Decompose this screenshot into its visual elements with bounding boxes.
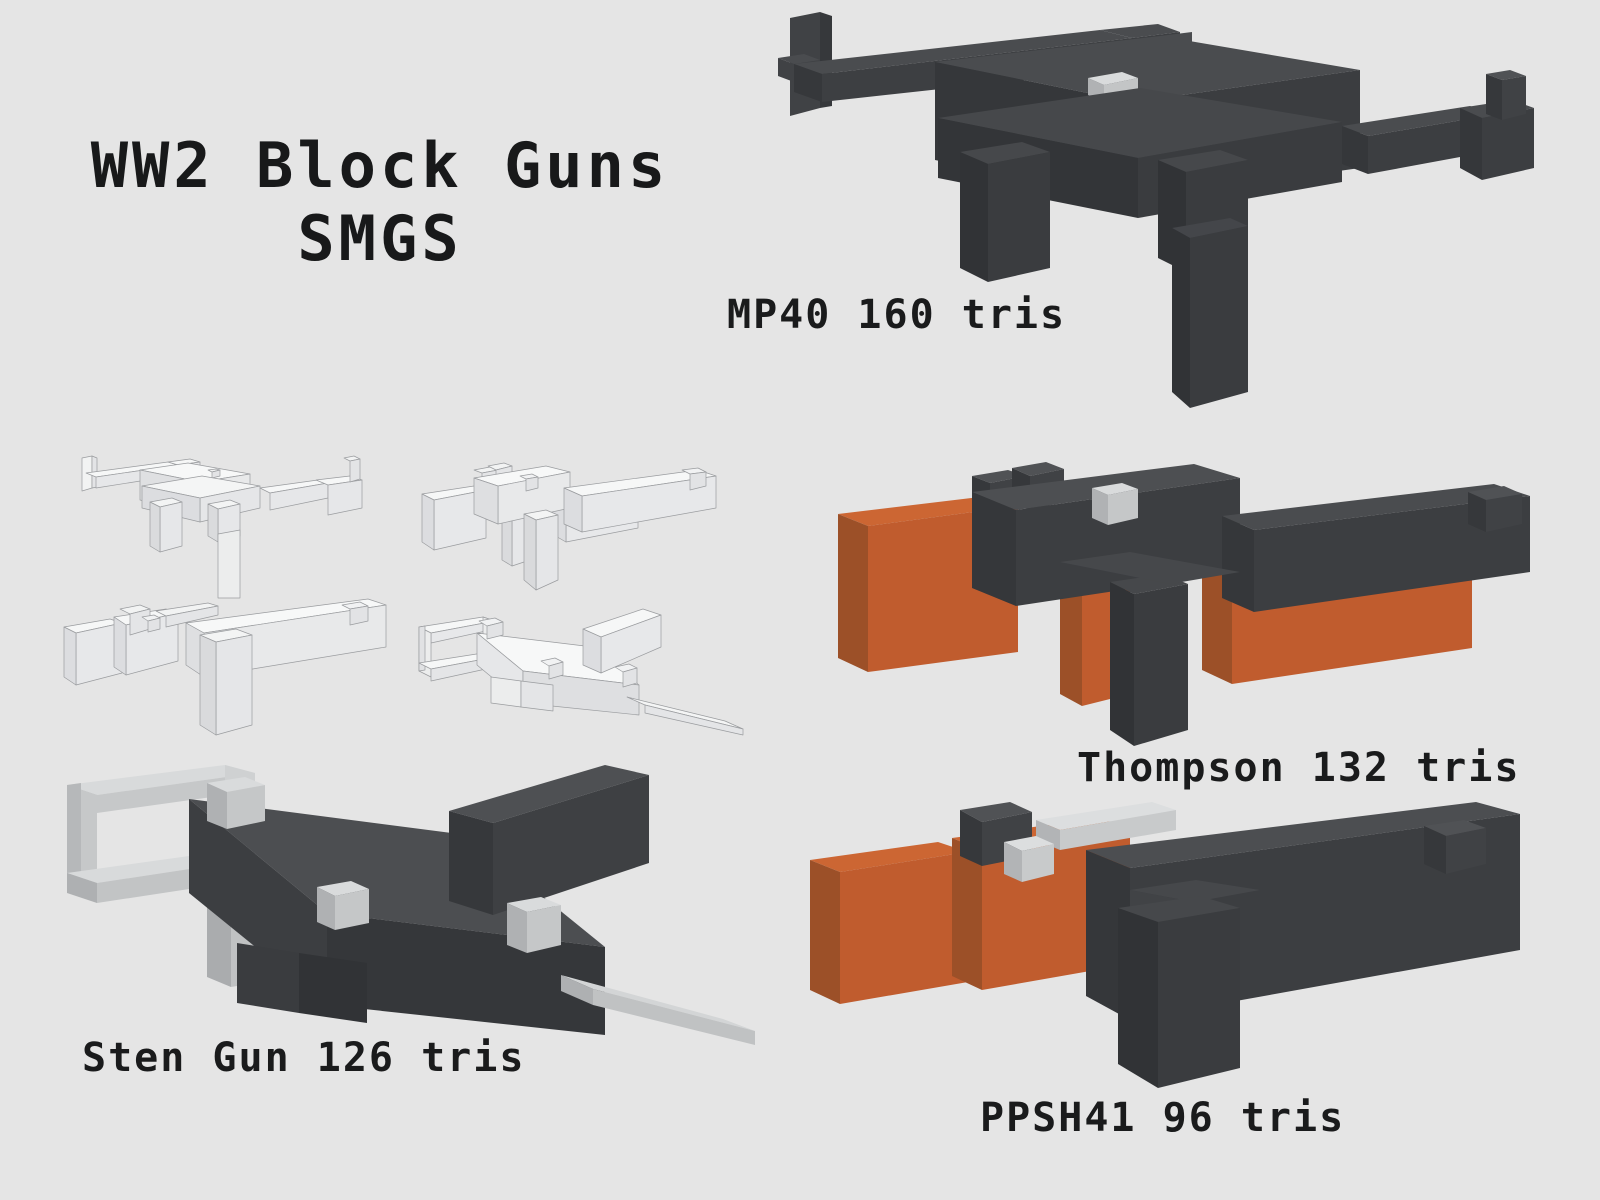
caption-thompson: Thompson 132 tris	[1077, 745, 1521, 791]
caption-ppsh41: PPSH41 96 tris	[980, 1095, 1346, 1141]
ppsh41-render	[810, 802, 1520, 1088]
title-line-2: SMGS	[297, 202, 463, 275]
mp40-render	[778, 12, 1534, 408]
sten-render	[67, 765, 755, 1045]
wireframe-thompson	[420, 430, 750, 600]
poster-title: WW2 Block Guns SMGS	[55, 135, 705, 281]
wireframe-mp40	[60, 430, 410, 600]
wireframe-thompson-render	[421, 462, 717, 591]
thompson-render	[838, 462, 1530, 746]
wireframe-sten-render	[418, 608, 744, 736]
wireframe-ppsh41	[60, 585, 410, 736]
model-sten	[55, 755, 755, 1045]
wireframe-ppsh41-render	[63, 598, 387, 736]
model-mp40	[760, 10, 1540, 410]
model-thompson	[830, 440, 1550, 760]
caption-sten: Sten Gun 126 tris	[82, 1035, 526, 1081]
model-ppsh41	[800, 800, 1540, 1090]
wireframe-sten	[405, 585, 745, 736]
title-line-1: WW2 Block Guns	[90, 129, 670, 202]
caption-mp40: MP40 160 tris	[727, 292, 1067, 338]
wireframe-mp40-render	[81, 455, 363, 599]
